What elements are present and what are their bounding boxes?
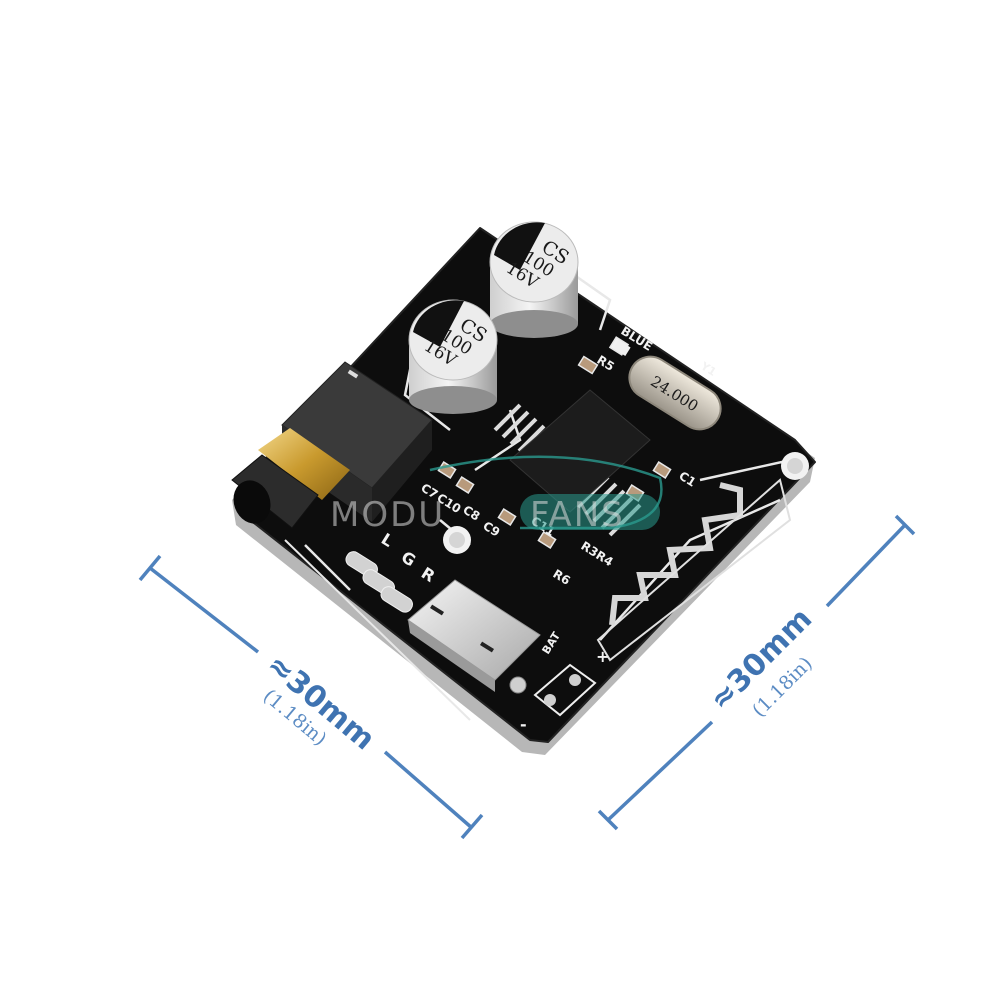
watermark-left: MODU [330,495,445,535]
blue-led [613,340,631,356]
capacitor-front: CS 100 16V [408,299,498,414]
capacitor-rear: CS 100 16V [489,221,579,338]
battery-pads [533,663,597,717]
mounting-holes [443,452,809,554]
watermark-right: FANS [530,495,625,535]
micro-usb-port [407,579,541,694]
audio-jack [231,361,433,529]
pcb-board: 24.000 CS 100 16V [231,221,816,755]
trace-antenna [596,478,792,662]
watermark: MODU FANS [330,455,663,535]
label-minus: - [520,715,527,734]
label-plus: + [596,647,609,666]
audio-pads [345,551,413,613]
